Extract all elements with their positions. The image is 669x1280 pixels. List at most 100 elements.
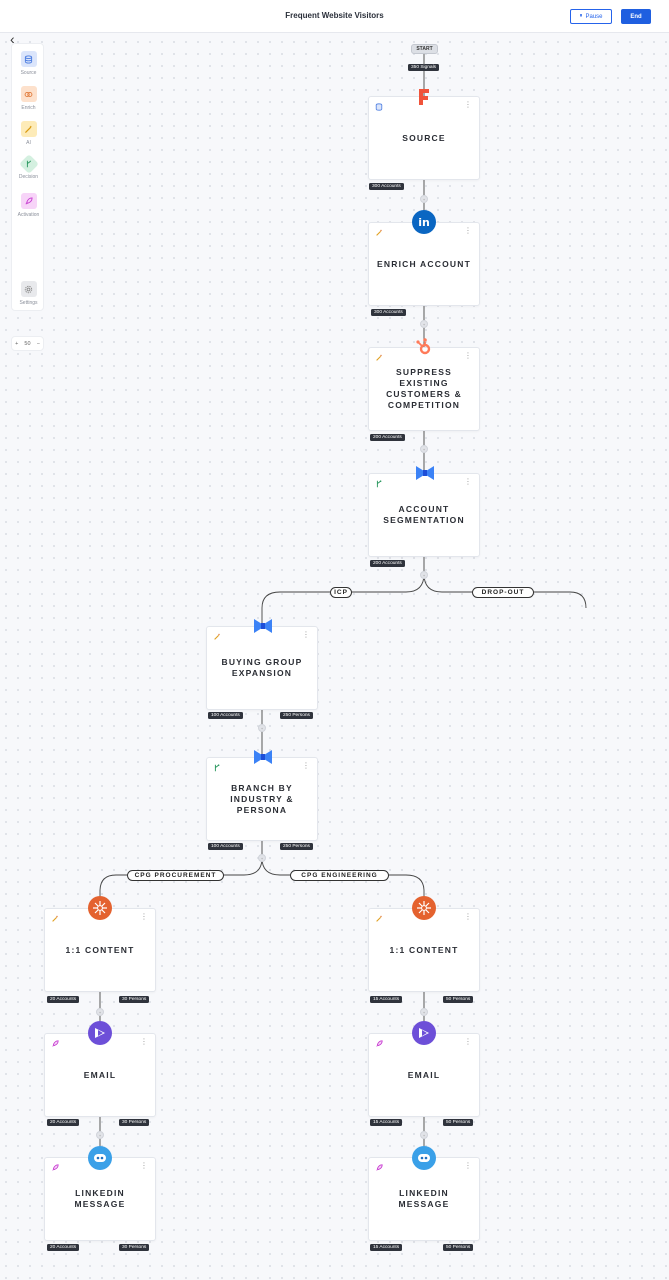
zoom-in-button[interactable]: + <box>15 340 19 347</box>
node-label: SUPPRESS EXISTING CUSTOMERS & COMPETITIO… <box>386 367 462 410</box>
add-step-dot[interactable]: + <box>258 854 266 862</box>
node-card-suppress[interactable]: ⋮ SUPPRESS EXISTING CUSTOMERS & COMPETIT… <box>368 347 480 431</box>
node-card-enrich-account[interactable]: ⋮ ENRICH ACCOUNT <box>368 222 480 306</box>
node-label: 1:1 CONTENT <box>65 944 135 955</box>
gear-icon <box>20 281 37 297</box>
accounts-badge: 300 Accounts <box>371 309 406 316</box>
node-card-source[interactable]: ⋮ SOURCE <box>368 96 480 180</box>
wand-icon <box>51 915 59 925</box>
add-step-dot[interactable]: + <box>420 1008 428 1016</box>
more-menu-icon[interactable]: ⋮ <box>464 1161 472 1170</box>
more-menu-icon[interactable]: ⋮ <box>464 912 472 921</box>
node-label: EMAIL <box>407 1069 441 1080</box>
end-button[interactable]: End <box>621 9 651 24</box>
node-card-buying-group-expansion[interactable]: ⋮ BUYING GROUP EXPANSION <box>206 626 318 710</box>
rocket-icon <box>51 1040 59 1050</box>
node-card-account-segmentation[interactable]: ⋮ ACCOUNT SEGMENTATION <box>368 473 480 557</box>
add-step-dot[interactable]: + <box>420 445 428 453</box>
more-menu-icon[interactable]: ⋮ <box>464 351 472 360</box>
persons-badge: 30 Persons <box>119 996 150 1003</box>
pause-label: Pause <box>585 13 603 20</box>
node-card-linkedin-right[interactable]: ⋮ LINKEDIN MESSAGE <box>368 1157 480 1241</box>
more-menu-icon[interactable]: ⋮ <box>140 1161 148 1170</box>
add-step-dot[interactable]: + <box>420 195 428 203</box>
rocket-icon <box>20 193 37 209</box>
more-menu-icon[interactable]: ⋮ <box>140 912 148 921</box>
accounts-badge: 200 Accounts <box>370 560 405 567</box>
fire-logo-icon <box>412 85 436 109</box>
more-menu-icon[interactable]: ⋮ <box>464 1037 472 1046</box>
palette-item-source[interactable]: Source <box>12 51 45 76</box>
robot-logo-icon <box>88 1146 112 1170</box>
rocket-icon <box>375 1040 383 1050</box>
wand-icon <box>20 121 37 137</box>
branch-label-cpg-procurement[interactable]: CPG PROCUREMENT <box>127 870 224 881</box>
sunburst-logo-icon <box>88 896 112 920</box>
add-step-dot[interactable]: + <box>258 724 266 732</box>
database-icon <box>375 103 383 113</box>
accounts-badge: 200 Accounts <box>370 434 405 441</box>
accounts-badge: 20 Accounts <box>47 1119 80 1126</box>
branch-label-dropout[interactable]: DROP-OUT <box>472 587 534 598</box>
palette-item-enrich[interactable]: Enrich <box>12 86 45 111</box>
back-chevron-icon[interactable]: ‹ <box>10 31 15 47</box>
brain-icon <box>20 86 37 102</box>
rocket-icon <box>51 1164 59 1174</box>
add-step-dot[interactable]: + <box>96 1131 104 1139</box>
more-menu-icon[interactable]: ⋮ <box>302 761 310 770</box>
palette-item-ai[interactable]: AI <box>12 121 45 146</box>
node-label: SOURCE <box>402 132 446 143</box>
branch-icon <box>18 154 39 174</box>
more-menu-icon[interactable]: ⋮ <box>464 477 472 486</box>
node-label: LINKEDIN MESSAGE <box>398 1188 450 1209</box>
persons-badge: 50 Persons <box>443 1119 474 1126</box>
node-card-email-right[interactable]: ⋮ EMAIL <box>368 1033 480 1117</box>
pause-button[interactable]: ⏸ Pause <box>570 9 612 24</box>
hubspot-logo-icon <box>412 335 436 359</box>
email-logo-icon <box>88 1021 112 1045</box>
more-menu-icon[interactable]: ⋮ <box>302 630 310 639</box>
palette-item-activation[interactable]: Activation <box>12 193 45 218</box>
palette-item-decision[interactable]: Decision <box>12 154 45 180</box>
add-step-dot[interactable]: + <box>420 320 428 328</box>
node-label: LINKEDIN MESSAGE <box>74 1188 126 1209</box>
node-label: BUYING GROUP EXPANSION <box>221 657 303 678</box>
persons-badge: 250 Persons <box>280 712 313 719</box>
node-label: 1:1 CONTENT <box>389 944 459 955</box>
node-card-content-left[interactable]: ⋮ 1:1 CONTENT <box>44 908 156 992</box>
add-step-dot[interactable]: + <box>96 1008 104 1016</box>
persons-badge: 50 Persons <box>443 996 474 1003</box>
node-card-content-right[interactable]: ⋮ 1:1 CONTENT <box>368 908 480 992</box>
sunburst-logo-icon <box>412 896 436 920</box>
bow-logo-icon <box>251 745 275 769</box>
more-menu-icon[interactable]: ⋮ <box>140 1037 148 1046</box>
add-step-dot[interactable]: + <box>420 571 428 579</box>
pause-icon: ⏸ <box>579 13 583 19</box>
top-bar: Frequent Website Visitors ⏸ Pause End <box>0 0 669 33</box>
node-label: ACCOUNT SEGMENTATION <box>383 504 465 525</box>
more-menu-icon[interactable]: ⋮ <box>464 100 472 109</box>
bow-logo-icon <box>413 461 437 485</box>
zoom-out-button[interactable]: − <box>36 340 40 347</box>
add-step-dot[interactable]: + <box>420 1131 428 1139</box>
accounts-badge: 15 Accounts <box>370 1119 403 1126</box>
persons-badge: 50 Persons <box>443 1244 474 1251</box>
branch-icon <box>375 480 383 490</box>
branch-label-icp[interactable]: ICP <box>330 587 352 598</box>
start-node[interactable]: START <box>411 44 438 54</box>
more-menu-icon[interactable]: ⋮ <box>464 226 472 235</box>
node-card-branch-by-industry[interactable]: ⋮ BRANCH BY INDUSTRY & PERSONA <box>206 757 318 841</box>
accounts-badge: 15 Accounts <box>370 996 403 1003</box>
node-label: EMAIL <box>83 1069 117 1080</box>
linkedin-logo-icon: in <box>412 210 436 234</box>
wand-icon <box>375 915 383 925</box>
node-card-email-left[interactable]: ⋮ EMAIL <box>44 1033 156 1117</box>
persons-badge: 30 Persons <box>119 1244 150 1251</box>
wand-icon <box>375 229 383 239</box>
branch-label-cpg-engineering[interactable]: CPG ENGINEERING <box>290 870 389 881</box>
palette-item-settings[interactable]: Settings <box>12 281 45 306</box>
email-logo-icon <box>412 1021 436 1045</box>
accounts-badge: 20 Accounts <box>47 996 80 1003</box>
persons-badge: 30 Persons <box>119 1119 150 1126</box>
node-card-linkedin-left[interactable]: ⋮ LINKEDIN MESSAGE <box>44 1157 156 1241</box>
